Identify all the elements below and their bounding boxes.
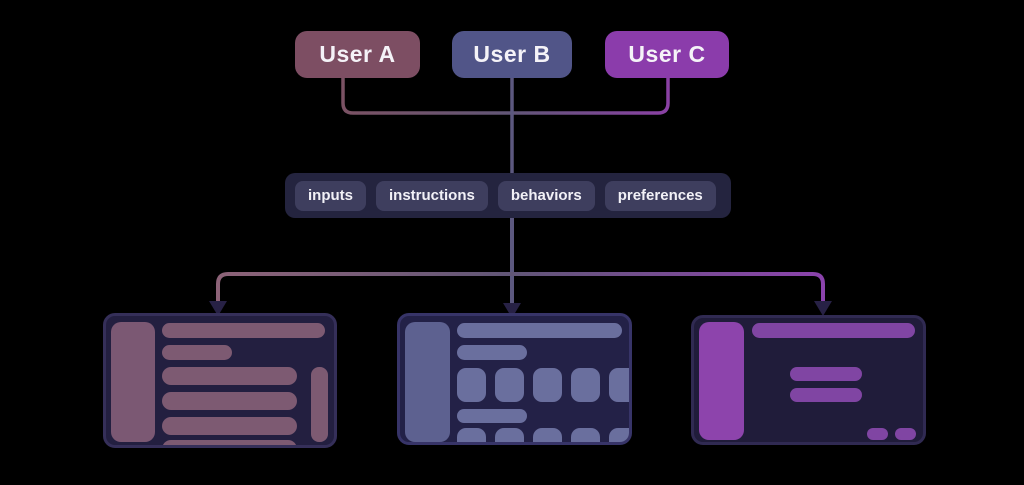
skeleton-tile: [457, 368, 486, 402]
arrowhead-right-icon: [814, 301, 832, 316]
skeleton-pill: [895, 428, 916, 440]
skeleton-bar: [162, 323, 325, 338]
wire-branch-right: [512, 272, 825, 302]
skeleton-tile: [457, 428, 486, 442]
sidebar-block: [111, 322, 155, 442]
attribute-pill-instructions: instructions: [376, 180, 488, 211]
app-card-a: [103, 313, 337, 448]
skeleton-bar: [457, 345, 527, 360]
wire-user-c: [512, 78, 670, 115]
skeleton-bar: [790, 367, 862, 381]
skeleton-bar: [162, 345, 232, 360]
user-c-label: User C: [628, 41, 706, 67]
skeleton-tile: [533, 368, 562, 402]
skeleton-tile: [533, 428, 562, 442]
attribute-label: behaviors: [510, 187, 582, 204]
skeleton-tile: [609, 368, 629, 402]
skeleton-bar: [162, 392, 297, 410]
skeleton-bar: [457, 323, 622, 338]
skeleton-bar: [162, 367, 297, 385]
attribute-pill-behaviors: behaviors: [497, 180, 595, 211]
user-c-badge: User C: [605, 31, 729, 78]
attribute-pill-preferences: preferences: [604, 180, 716, 211]
skeleton-tile: [571, 368, 600, 402]
wire-user-a: [341, 78, 512, 115]
user-a-badge: User A: [295, 31, 420, 78]
skeleton-bar: [752, 323, 915, 338]
skeleton-tile: [609, 428, 629, 442]
user-b-label: User B: [473, 41, 551, 67]
attributes-bar: inputs instructions behaviors preference…: [285, 173, 731, 218]
skeleton-tile: [495, 428, 524, 442]
skeleton-bar: [457, 409, 527, 423]
user-b-badge: User B: [452, 31, 572, 78]
skeleton-bar: [790, 388, 862, 402]
sidebar-block: [699, 322, 744, 440]
user-a-label: User A: [319, 41, 396, 67]
app-card-c: [691, 315, 926, 445]
skeleton-tile: [495, 368, 524, 402]
app-card-b: [397, 313, 632, 445]
sidebar-block: [405, 322, 450, 442]
attribute-label: preferences: [617, 187, 703, 204]
skeleton-tile: [571, 428, 600, 442]
scrollbar-thumb: [311, 367, 328, 442]
skeleton-bar: [162, 440, 297, 445]
skeleton-bar: [162, 417, 297, 435]
attribute-pill-inputs: inputs: [295, 180, 366, 211]
skeleton-pill: [867, 428, 888, 440]
wire-branch-left: [216, 272, 512, 302]
attribute-label: instructions: [389, 187, 475, 204]
attribute-label: inputs: [308, 187, 353, 204]
